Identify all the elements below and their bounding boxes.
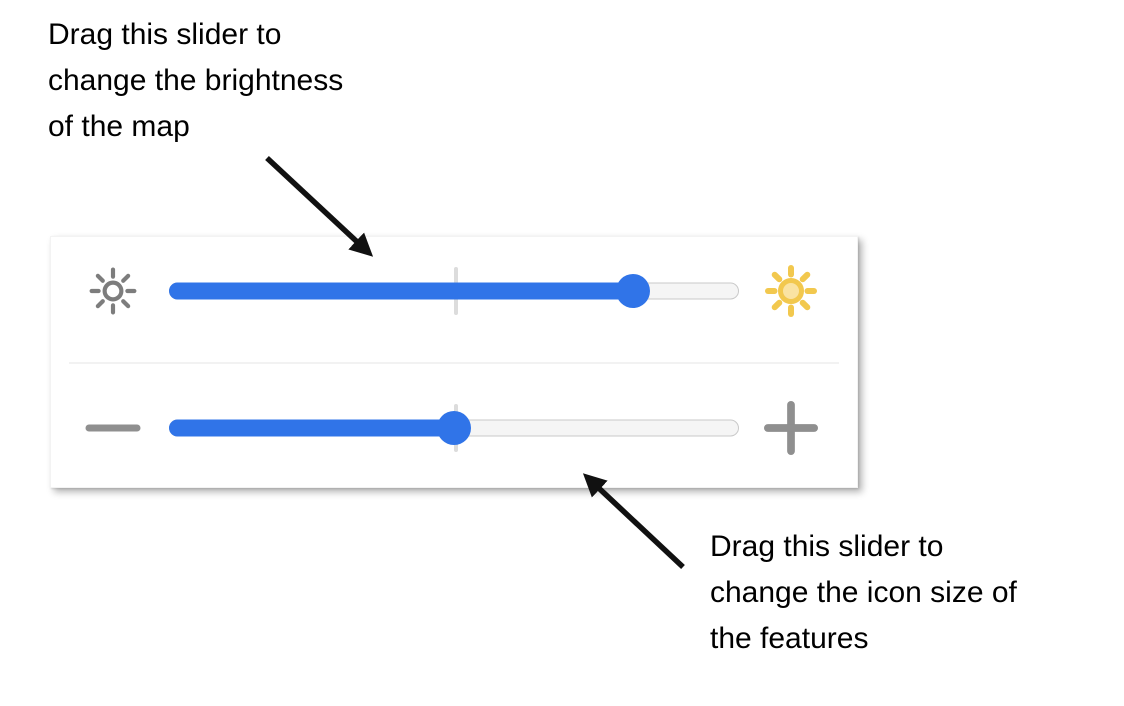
annotation-line: change the icon size of (710, 576, 1017, 609)
brightness-slider-fill (169, 282, 633, 300)
annotation-line: change the brightness (48, 64, 344, 97)
icon-size-slider-fill (169, 419, 454, 437)
icon-size-annotation: Drag this slider to change the icon size… (710, 524, 1017, 662)
brightness-slider-row (51, 237, 857, 345)
icon-size-slider[interactable] (169, 404, 739, 452)
dim-sun-icon (85, 263, 141, 319)
brightness-annotation: Drag this slider to change the brightnes… (48, 12, 343, 150)
map-display-settings-panel (50, 236, 858, 488)
annotation-line: Drag this slider to (48, 18, 282, 51)
icon-size-slider-thumb[interactable] (437, 411, 471, 445)
bright-sun-icon (763, 263, 819, 319)
annotation-line: Drag this slider to (710, 530, 944, 563)
annotation-line: the features (710, 622, 869, 655)
minus-icon (85, 400, 141, 456)
plus-icon (763, 400, 819, 456)
panel-divider (69, 362, 839, 364)
brightness-slider-thumb[interactable] (615, 274, 650, 308)
icon-size-slider-row (51, 364, 857, 492)
annotation-line: of the map (48, 110, 190, 143)
brightness-slider[interactable] (169, 267, 739, 315)
